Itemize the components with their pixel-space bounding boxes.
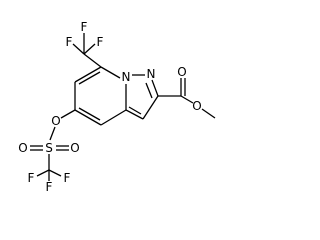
atom-label-o: O xyxy=(192,99,201,113)
bond-n-ring-c2 xyxy=(151,79,159,97)
bond-o-methyl xyxy=(201,108,216,119)
chemical-structure-diagram: F F F N N O O O S O O F F F xyxy=(18,20,216,194)
atom-label-f: F xyxy=(97,35,104,49)
atom-label-f: F xyxy=(28,171,35,185)
bond-c5-c4-double xyxy=(78,107,101,121)
bond-c7-c6 xyxy=(74,66,102,83)
atom-label-s: S xyxy=(45,141,53,155)
bond-c5-o-triflate xyxy=(60,109,76,119)
bond-carbonyl-c-o-methoxy xyxy=(180,95,194,104)
bond-c-f-top-left xyxy=(72,43,85,55)
atom-label-o: O xyxy=(51,114,60,128)
bond-c3-c3a-double xyxy=(128,106,142,115)
atom-label-f: F xyxy=(64,171,71,185)
bond-o-s xyxy=(49,126,56,141)
atom-label-f: F xyxy=(46,180,53,194)
bond-c4-c3a xyxy=(100,109,127,126)
atom-label-n: N xyxy=(147,67,156,81)
bond-c-f-bottom-left xyxy=(36,169,50,177)
bond-c2-c3 xyxy=(142,95,159,120)
atom-label-f: F xyxy=(81,20,88,34)
bond-c-f-top-right xyxy=(83,43,96,55)
bond-cf3-c7 xyxy=(83,53,102,68)
bond-c7-n-bridge xyxy=(100,66,121,79)
bond-c-f-bottom-right xyxy=(48,169,62,177)
atom-label-o: O xyxy=(18,141,27,155)
bond-c3-c3a xyxy=(125,109,144,120)
bonds xyxy=(30,33,216,181)
bond-n-ring-c2-double xyxy=(145,82,153,99)
atom-label-o: O xyxy=(177,65,186,79)
atom-label-n: N xyxy=(122,70,131,84)
atom-labels: F F F N N O O O S O O F F F xyxy=(18,20,201,194)
atom-label-o: O xyxy=(70,141,79,155)
bond-c7-c6-double xyxy=(78,71,101,85)
atom-label-f: F xyxy=(66,35,73,49)
bond-c5-c4 xyxy=(74,109,102,126)
